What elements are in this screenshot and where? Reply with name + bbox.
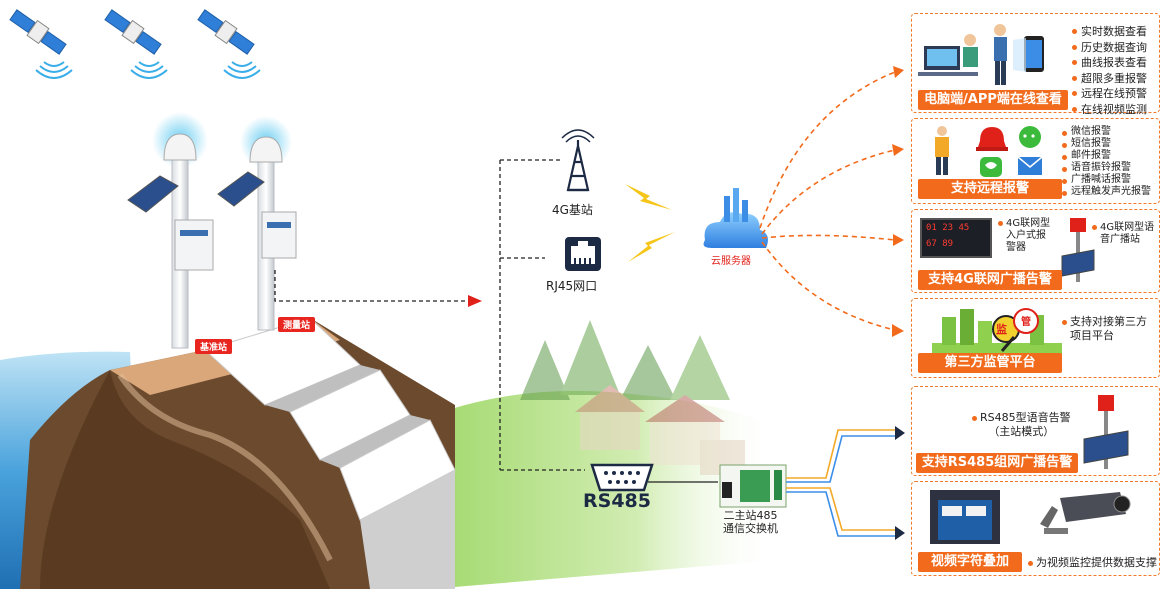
panel-video-overlay: 视频字符叠加 为视频监控提供数据支撑 bbox=[911, 481, 1160, 576]
note-line: 4G联网型语 bbox=[1100, 222, 1155, 233]
alarm-display-device: 01 23 45 67 89 bbox=[920, 218, 992, 258]
note-line: 音广播站 bbox=[1100, 234, 1140, 245]
badge-supervise: 监 bbox=[996, 323, 1007, 336]
panel-title: 支持远程报警 bbox=[918, 179, 1062, 199]
note-line: 项目平台 bbox=[1070, 329, 1114, 342]
note-line: （主站模式） bbox=[988, 425, 1055, 438]
feature-item: 历史数据查询 bbox=[1072, 40, 1147, 56]
display-line: 01 23 45 bbox=[926, 223, 970, 233]
panel-online-features: 实时数据查看 历史数据查询 曲线报表查看 超限多重报警 远程在线预警 在线视频监… bbox=[1072, 24, 1147, 117]
feature-item: 远程触发声光报警 bbox=[1062, 186, 1151, 198]
note-line: RS485型语音告警 bbox=[980, 411, 1071, 424]
panel-4g-broadcast: 01 23 45 67 89 4G联网型 入户式报 警器 4G联网型语 音广播站… bbox=[911, 209, 1160, 293]
base-station-label: 4G基站 bbox=[552, 203, 593, 217]
feature-item: 曲线报表查看 bbox=[1072, 55, 1147, 71]
note-third-party: 支持对接第三方 项目平台 bbox=[1062, 315, 1147, 343]
feature-item: 实时数据查看 bbox=[1072, 24, 1147, 40]
city-monitor-icon bbox=[932, 308, 1062, 355]
broadcast-station-icon bbox=[1061, 218, 1095, 282]
display-line: 67 89 bbox=[926, 239, 954, 249]
panel-alarm-features: 微信报警 短信报警 邮件报警 语音振铃报警 广播喊话报警 远程触发声光报警 bbox=[1062, 126, 1151, 198]
note-line: 入户式报 bbox=[1006, 230, 1046, 241]
switch-label-line2: 通信交换机 bbox=[723, 522, 778, 535]
feature-item: 远程在线预警 bbox=[1072, 86, 1147, 102]
feature-item: 在线视频监测 bbox=[1072, 102, 1147, 118]
rj45-label: RJ45网口 bbox=[546, 279, 598, 293]
panel-online-view: 实时数据查看 历史数据查询 曲线报表查看 超限多重报警 远程在线预警 在线视频监… bbox=[911, 13, 1160, 116]
feature-item: 短信报警 bbox=[1062, 138, 1151, 150]
note-video-overlay: 为视频监控提供数据支撑 bbox=[1028, 556, 1157, 570]
note-rs485-voice: RS485型语音告警 （主站模式） bbox=[972, 411, 1071, 439]
station-tag-measure: 测量站 bbox=[278, 317, 316, 332]
note-4g-home-alarm: 4G联网型 入户式报 警器 bbox=[998, 218, 1050, 254]
panel-third-party: 监 管 支持对接第三方 项目平台 第三方监管平台 bbox=[911, 298, 1160, 378]
rs485-station-icon bbox=[1083, 395, 1129, 469]
cloud-server-label: 云服务器 bbox=[711, 256, 751, 267]
feature-item: 微信报警 bbox=[1062, 126, 1151, 138]
video-devices-icon bbox=[930, 490, 1131, 544]
panel-rs485-broadcast: RS485型语音告警 （主站模式） 支持RS485组网广播告警 bbox=[911, 386, 1160, 476]
feature-item: 语音振铃报警 bbox=[1062, 162, 1151, 174]
note-line: 4G联网型 bbox=[1006, 218, 1051, 229]
rs485-label: RS485 bbox=[583, 490, 651, 512]
feature-item: 超限多重报警 bbox=[1072, 71, 1147, 87]
alarm-icons bbox=[935, 126, 1043, 177]
feature-item: 广播喊话报警 bbox=[1062, 174, 1151, 186]
note-4g-voice-station: 4G联网型语 音广播站 bbox=[1092, 222, 1154, 246]
note-line: 支持对接第三方 bbox=[1070, 315, 1147, 328]
badge-manage: 管 bbox=[1021, 317, 1031, 328]
switch-label: 二主站485 通信交换机 bbox=[723, 509, 778, 535]
panel-title: 支持4G联网广播告警 bbox=[918, 270, 1062, 290]
note-line: 警器 bbox=[1006, 242, 1026, 253]
note-line: 为视频监控提供数据支撑 bbox=[1036, 556, 1157, 569]
station-tag-reference: 基准站 bbox=[195, 339, 233, 354]
panel-remote-alarm: 微信报警 短信报警 邮件报警 语音振铃报警 广播喊话报警 远程触发声光报警 支持… bbox=[911, 118, 1160, 204]
panel-title: 视频字符叠加 bbox=[918, 552, 1022, 572]
computer-app-icon bbox=[918, 24, 1044, 85]
feature-item: 邮件报警 bbox=[1062, 150, 1151, 162]
panel-title: 电脑端/APP端在线查看 bbox=[918, 90, 1068, 110]
panel-title: 第三方监管平台 bbox=[918, 353, 1062, 373]
switch-label-line1: 二主站485 bbox=[723, 509, 778, 522]
panel-title: 支持RS485组网广播告警 bbox=[916, 453, 1078, 473]
